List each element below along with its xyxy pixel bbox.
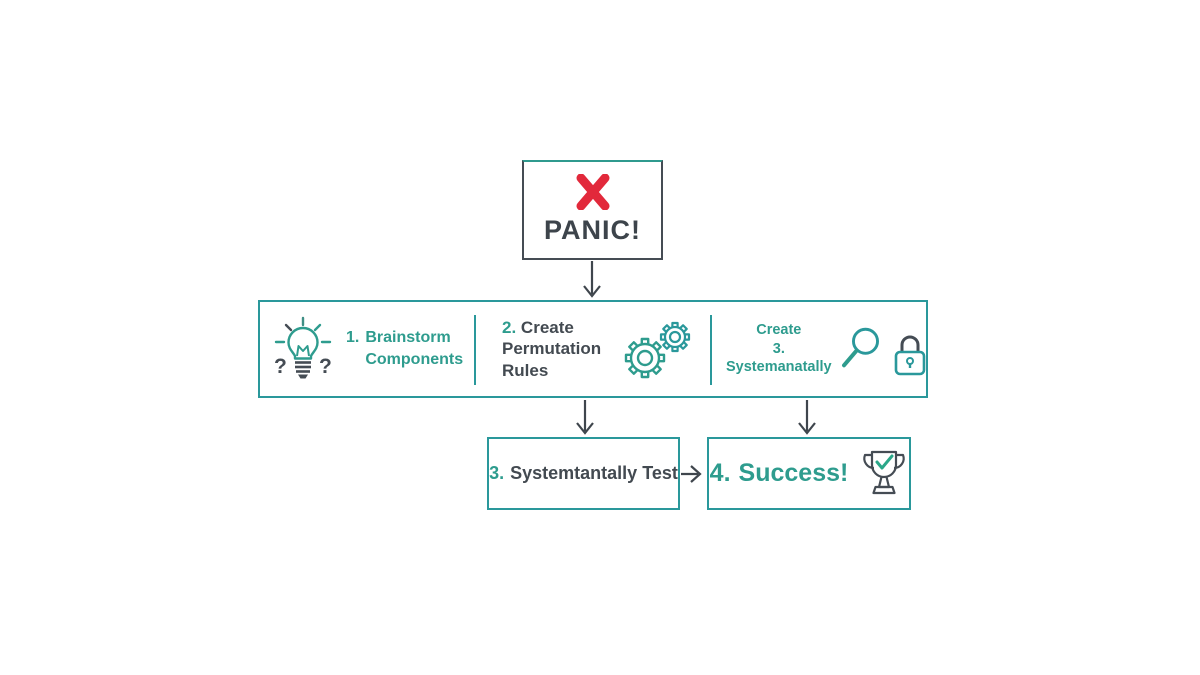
step1-line2: Components (365, 351, 464, 368)
gears-icon (624, 321, 691, 379)
step3-label: Create 3. Systemanatally (726, 321, 832, 378)
process-bar: ? ? 1. Brainstorm Components 2. Create P… (258, 300, 928, 398)
step2-number: 2. (502, 318, 517, 338)
step1-number: 1. (346, 329, 360, 347)
arrow-right-icon (681, 465, 702, 483)
svg-text:?: ? (274, 355, 287, 378)
section-divider (474, 315, 476, 385)
lightbulb-questions-icon: ? ? (274, 316, 332, 379)
panic-box: PANIC! (522, 160, 663, 260)
success-number: 4. (709, 459, 731, 487)
test-box-label: Systemtantally Test (510, 463, 678, 483)
arrow-down-icon (576, 400, 594, 435)
panic-label: PANIC! (544, 215, 641, 245)
red-x-icon (576, 174, 609, 210)
success-label: 4. Success! (710, 459, 849, 488)
systemtantally-test-box: 3. Systemtantally Test (487, 437, 680, 510)
step1-label: 1. Brainstorm Components (346, 327, 463, 370)
step3-line2: 3. Systemanatally (726, 340, 832, 376)
step-create-permutation-rules: 2. Create Permutation Rules (476, 302, 710, 396)
padlock-icon (894, 335, 926, 376)
arrow-down-icon (583, 261, 601, 298)
arrow-down-icon (798, 400, 816, 435)
success-box: 4. Success! (707, 437, 911, 510)
step2-label: 2. Create Permutation Rules (502, 318, 602, 380)
step3-line1: Create (756, 321, 802, 338)
step-brainstorm-components: ? ? 1. Brainstorm Components (260, 302, 476, 396)
test-box-number: 3. (489, 463, 505, 483)
step-create-systemanatally: Create 3. Systemanatally (712, 302, 930, 396)
trophy-check-icon (863, 450, 906, 494)
section-divider (710, 315, 712, 385)
magnifier-icon (841, 327, 879, 368)
step1-line1: Brainstorm (365, 329, 451, 347)
success-word: Success! (738, 459, 849, 487)
svg-text:?: ? (319, 355, 332, 378)
